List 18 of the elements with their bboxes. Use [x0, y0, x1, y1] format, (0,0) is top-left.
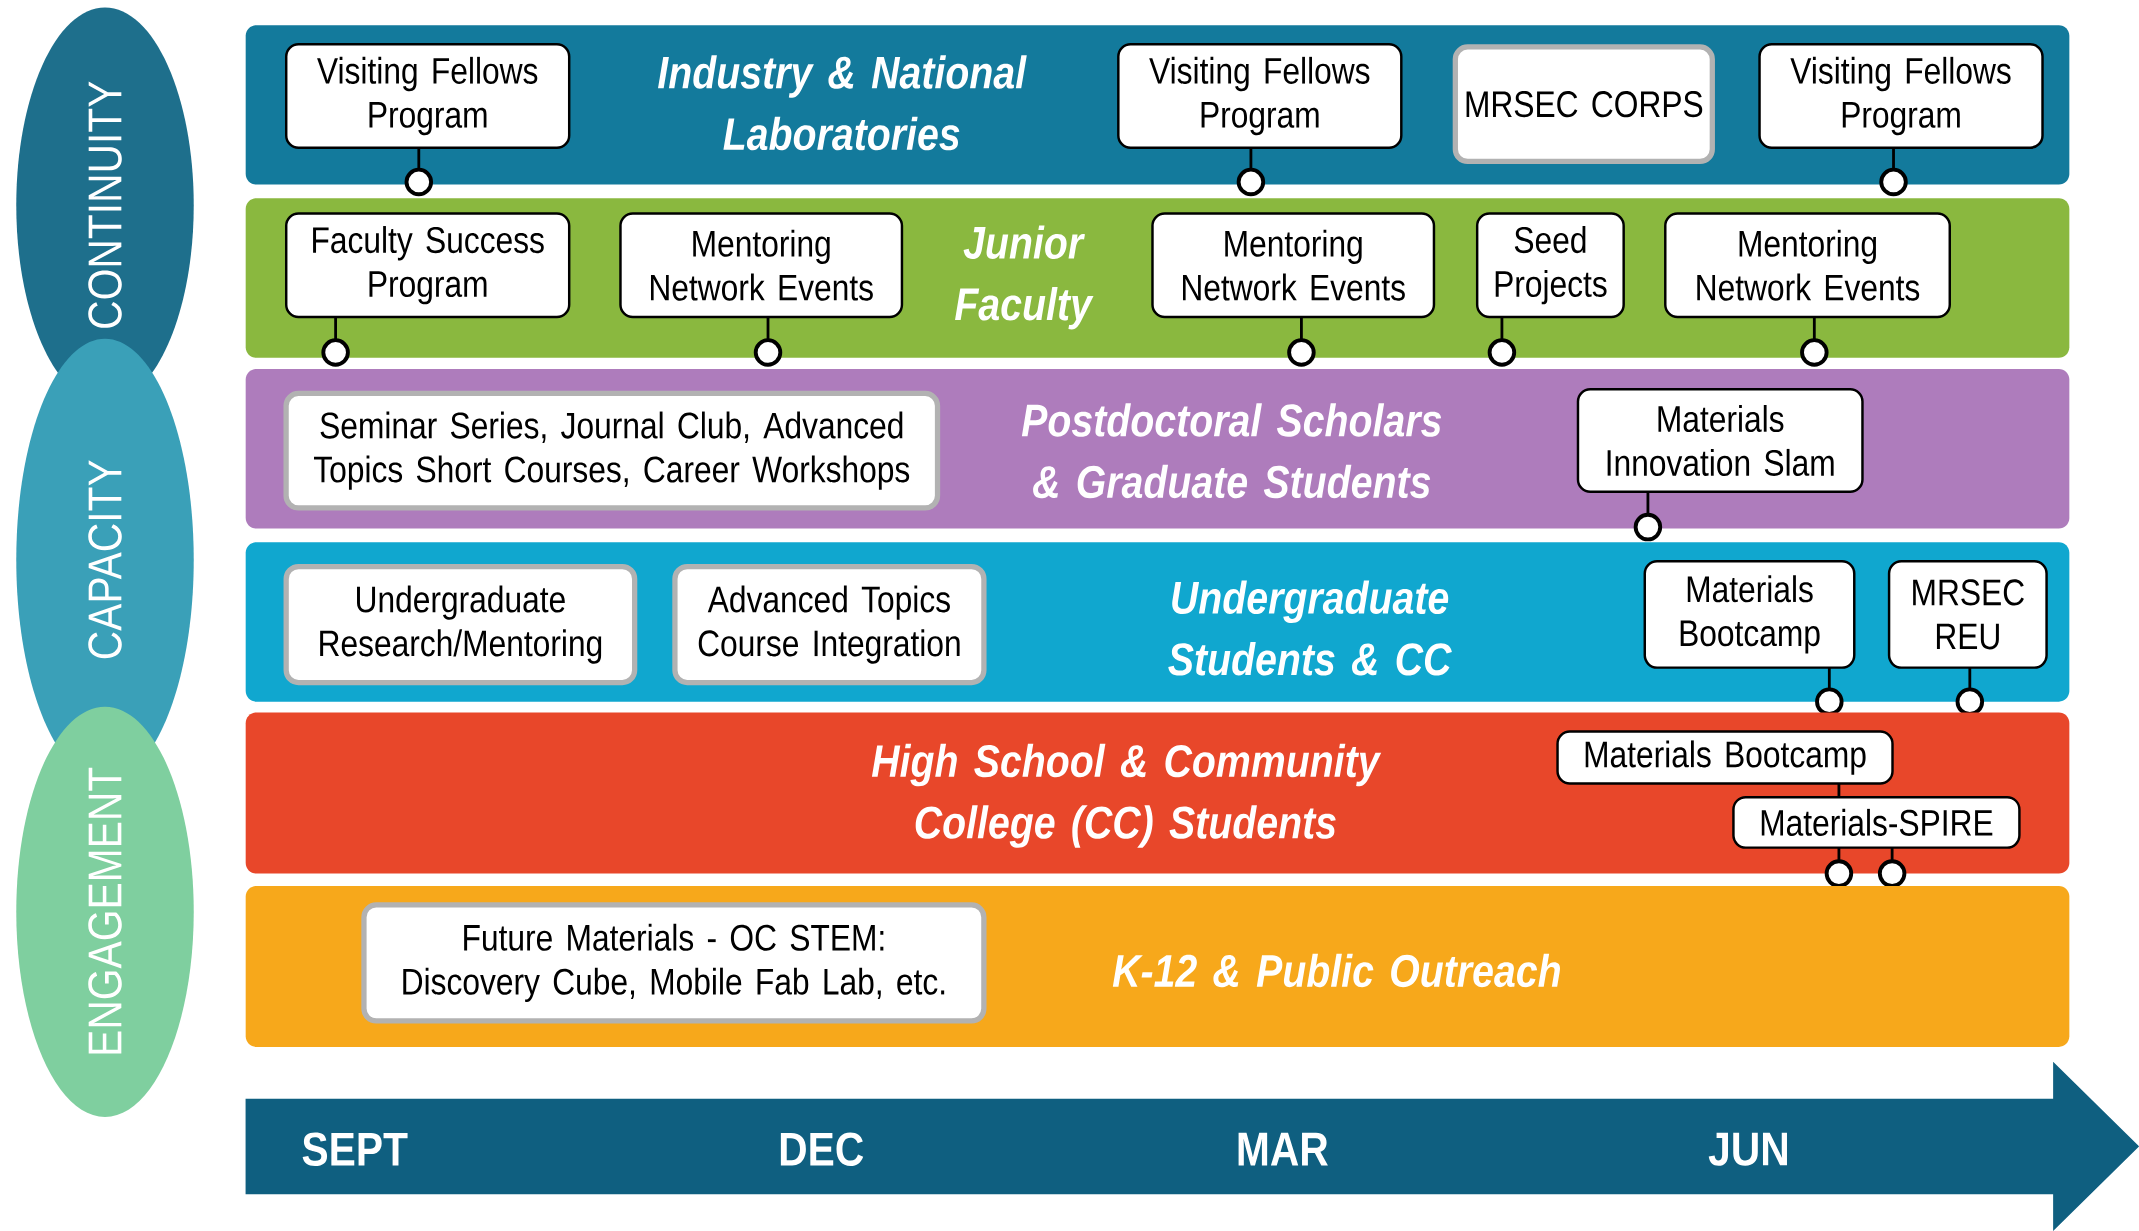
program-box: Mentoring Network Events — [1664, 212, 1951, 319]
program-box: Visiting Fellows Program — [285, 43, 571, 149]
program-box: Materials Bootcamp — [1643, 559, 1856, 669]
program-box: Advanced Topics Course Integration — [672, 563, 987, 686]
program-box: Materials Innovation Slam — [1576, 388, 1864, 493]
program-box: Materials-SPIRE — [1732, 795, 2021, 849]
program-box: Mentoring Network Events — [619, 212, 904, 319]
program-box: Visiting Fellows Program — [1117, 43, 1403, 149]
program-box: Visiting Fellows Program — [1758, 43, 2044, 149]
program-box: Faculty Success Program — [285, 212, 571, 319]
program-box: Undergraduate Research/Mentoring — [283, 563, 638, 686]
program-box: Mentoring Network Events — [1151, 212, 1436, 319]
program-box: MRSEC CORPS — [1452, 44, 1715, 165]
program-box: Seed Projects — [1475, 212, 1625, 319]
program-box: Materials Bootcamp — [1556, 730, 1894, 785]
program-box: Seminar Series, Journal Club, Advanced Topics Short Courses, Career Workshops — [283, 390, 941, 511]
program-box: MRSEC REU — [1887, 559, 2048, 669]
program-box: Future Materials - OC STEM: Discovery Cube, Mobile Fab Lab, etc. — [361, 902, 987, 1024]
